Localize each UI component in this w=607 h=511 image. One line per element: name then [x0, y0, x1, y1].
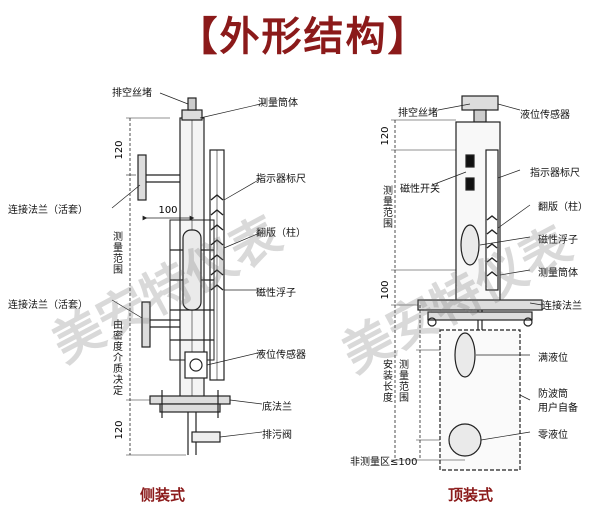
top-full-level-float: [454, 332, 476, 378]
side-label-indicator-scale: 指示器标尺: [256, 174, 306, 185]
side-flange-top: [137, 154, 147, 201]
top-zero-level-float: [448, 423, 482, 457]
side-label-drain-valve: 排污阀: [262, 430, 292, 441]
side-drain-valve: [191, 431, 221, 443]
top-label-non-measure: 非测量区≤100: [350, 457, 418, 468]
top-label-measuring-tube: 测量筒体: [538, 268, 578, 279]
side-label-flap: 翻版（柱）: [256, 228, 306, 239]
top-label-wave-tube: 防波筒: [538, 389, 568, 400]
caption-top-mount: 顶装式: [448, 486, 494, 504]
top-magnetic-float: [460, 224, 480, 266]
top-magnetic-switch: [465, 154, 475, 168]
side-dim-top: 120: [114, 140, 125, 159]
side-level-sensor: [184, 351, 208, 379]
top-label-zero-level: 零液位: [538, 430, 568, 441]
top-dim-mid: 100: [380, 280, 391, 299]
side-flange-bottom: [141, 301, 151, 348]
side-dim-bottom: 120: [114, 420, 125, 439]
top-label-level-sensor: 液位传感器: [520, 110, 570, 121]
side-label-vent-plug: 排空丝堵: [112, 88, 152, 99]
side-label-measure-range: 测量范围: [113, 232, 123, 276]
top-label-user-supplied: 用户自备: [538, 403, 578, 414]
side-label-magnetic-float: 磁性浮子: [256, 288, 296, 299]
side-label-flange-bottom: 连接法兰（活套）: [8, 300, 88, 311]
side-label-flange-top: 连接法兰（活套）: [8, 205, 88, 216]
side-dim-width: 100: [158, 205, 177, 216]
top-label-indicator-scale: 指示器标尺: [530, 168, 580, 179]
top-indicator-scale: [485, 149, 499, 291]
top-label-measure-range-lower: 测量范围: [399, 360, 409, 404]
side-magnetic-float: [182, 229, 202, 311]
top-label-full-level: 满液位: [538, 353, 568, 364]
side-label-measuring-tube: 测量筒体: [258, 98, 298, 109]
side-label-bottom-flange: 底法兰: [262, 402, 292, 413]
top-level-sensor-head: [461, 95, 499, 111]
top-label-connect-flange: 连接法兰: [542, 301, 582, 312]
side-vent-plug: [187, 97, 197, 111]
side-label-medium-density: 由密度介质决定: [113, 320, 123, 397]
top-label-measure-range-upper: 测量范围: [383, 186, 393, 230]
top-dim-top: 120: [380, 126, 391, 145]
top-label-magnetic-float: 磁性浮子: [538, 235, 578, 246]
top-label-magnetic-switch: 磁性开关: [400, 184, 440, 195]
top-label-vent-plug: 排空丝堵: [398, 108, 438, 119]
page-title: 【外形结构】: [177, 14, 430, 60]
side-mount-drawing: [111, 92, 266, 456]
top-label-install-length: 安装长度: [383, 360, 393, 404]
side-label-level-sensor: 液位传感器: [256, 350, 306, 361]
top-mount-drawing: [391, 95, 543, 471]
top-label-flap: 翻版（柱）: [538, 202, 588, 213]
caption-side-mount: 侧装式: [140, 486, 186, 504]
side-flap-markers: [210, 194, 224, 291]
